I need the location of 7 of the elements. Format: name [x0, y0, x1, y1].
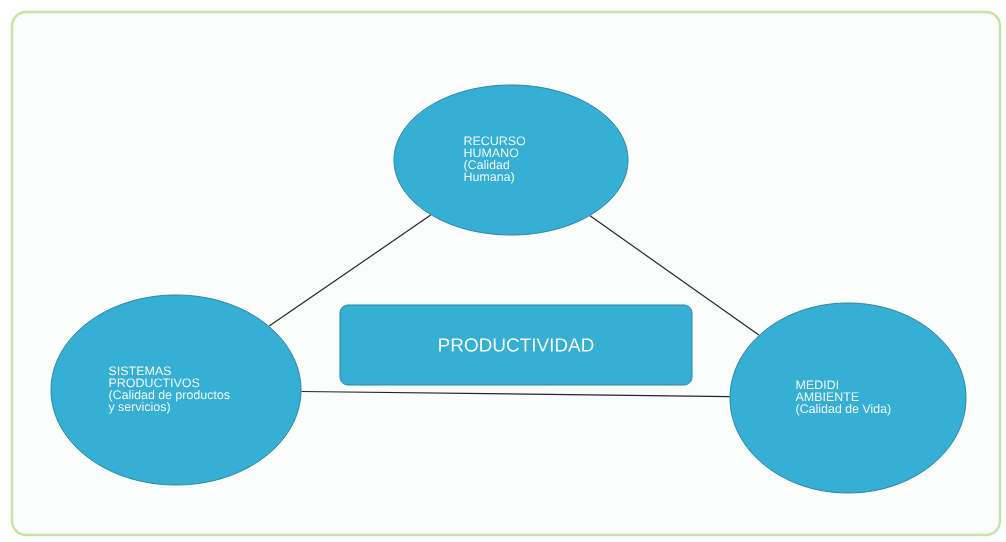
connector-line [300, 390, 731, 398]
connector-line [589, 215, 760, 336]
circle-node: MEDIDI AMBIENTE (Calidad de Vida) [729, 302, 967, 494]
process-box: PRODUCTIVIDAD [339, 304, 693, 386]
circle-node: SISTEMAS PRODUCTIVOS (Calidad de productos y servicios) [50, 294, 302, 486]
circle-node: RECURSO HUMANO (Calidad Humana) [393, 84, 629, 236]
connector-line [268, 214, 432, 327]
